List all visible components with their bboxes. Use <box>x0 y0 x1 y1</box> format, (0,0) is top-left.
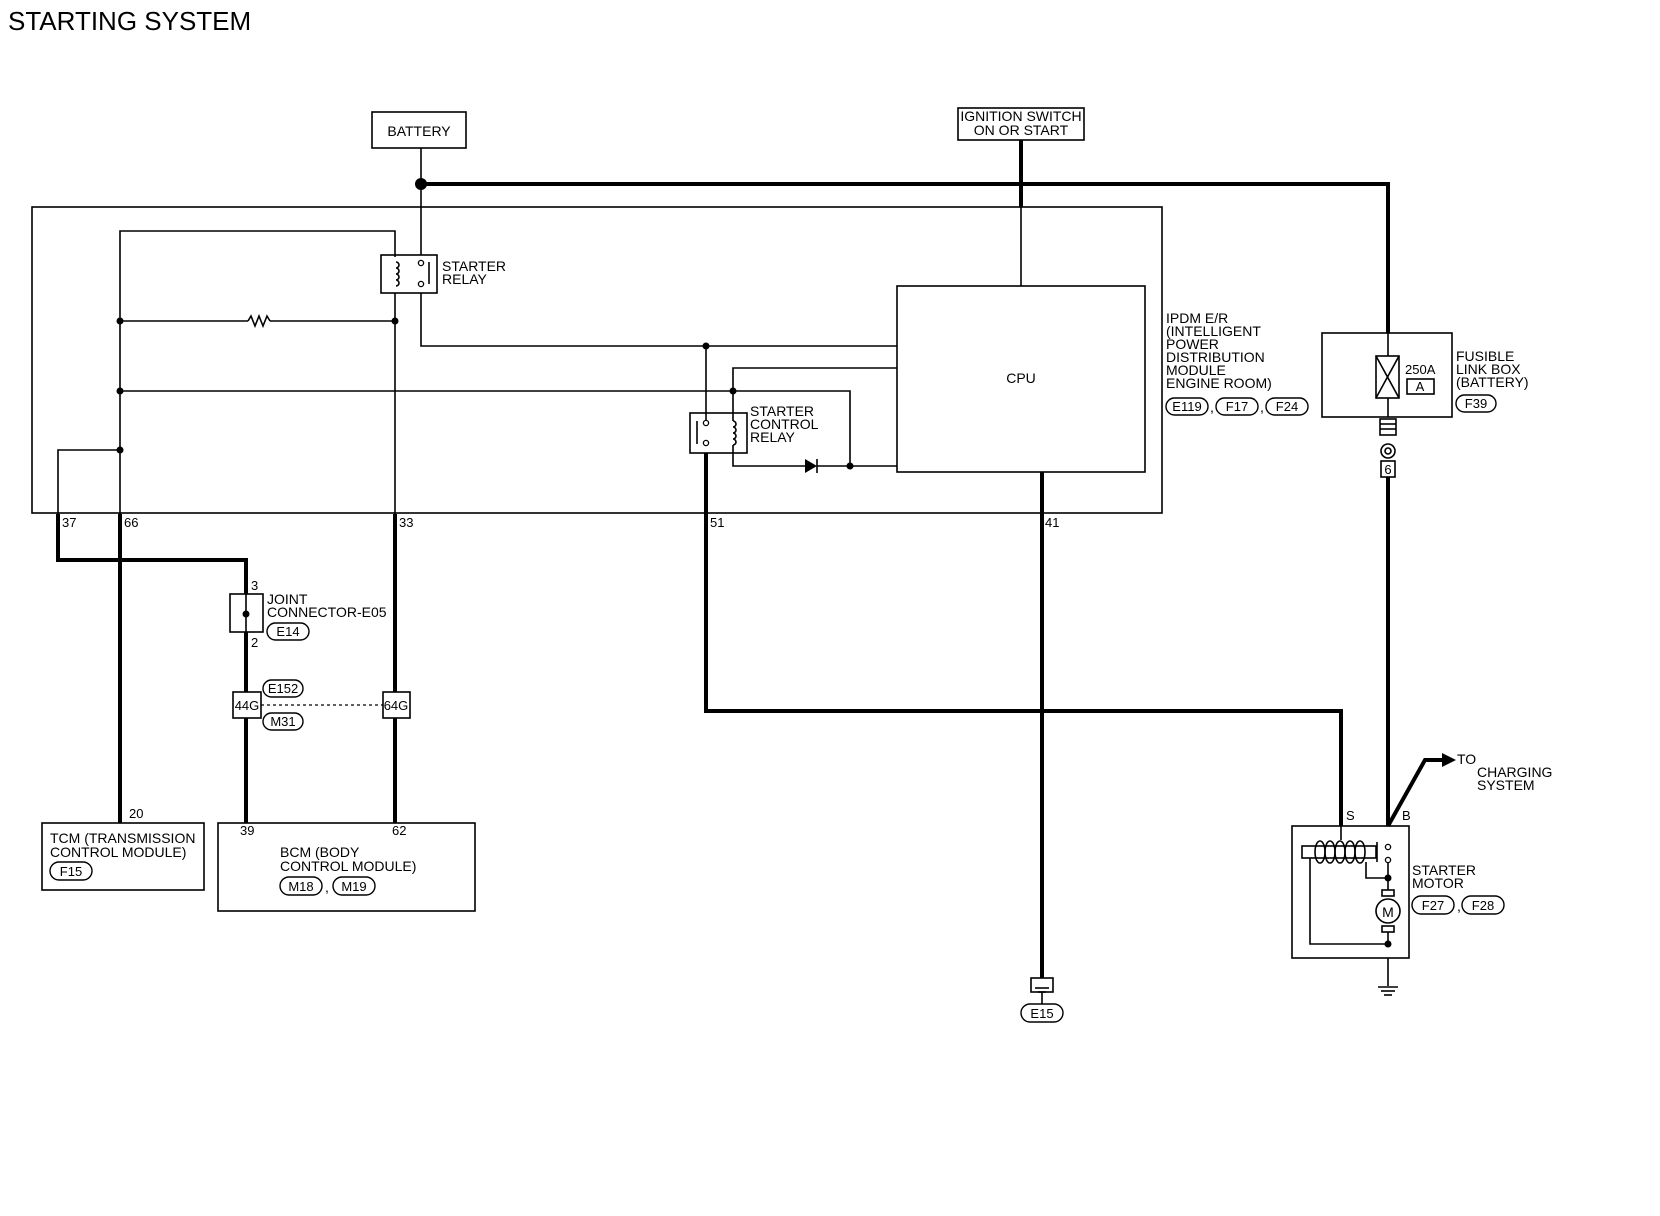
cpu-label: CPU <box>1006 370 1036 386</box>
tcm-box: 20 TCM (TRANSMISSION CONTROL MODULE) F15 <box>41 806 205 891</box>
fusible-link-box: 250A A <box>1321 332 1453 418</box>
ignition-switch-box: IGNITION SWITCH ON OR START <box>957 107 1085 141</box>
ground-connector-badge: E15 <box>1030 1006 1053 1021</box>
ignition-line-2: ON OR START <box>974 122 1069 138</box>
tcm-connector-badge: F15 <box>60 864 82 879</box>
terminal-37: 37 <box>62 515 76 530</box>
svg-text:FUSIBLE: FUSIBLE <box>1456 348 1514 364</box>
charging-system-label: TO CHARGING SYSTEM <box>1457 751 1552 793</box>
solenoid-coil-icon <box>1314 840 1366 864</box>
starter-motor-label-2: MOTOR <box>1412 875 1464 891</box>
fusible-link-label: FUSIBLE LINK BOX (BATTERY) F39 <box>1455 348 1529 413</box>
joint-label-2: CONNECTOR-E05 <box>267 604 387 620</box>
svg-text:LINK BOX: LINK BOX <box>1456 361 1521 377</box>
joint-pin-top: 3 <box>251 578 258 593</box>
battery-box: BATTERY <box>371 111 467 149</box>
bcm-connector-badge-2: M19 <box>341 879 366 894</box>
starter-relay-label-1: STARTER <box>442 258 506 274</box>
joint-pin-bottom: 2 <box>251 635 258 650</box>
starter-relay-label-2: RELAY <box>442 271 488 287</box>
motor-symbol: M <box>1382 904 1394 920</box>
svg-text:(BATTERY): (BATTERY) <box>1456 374 1529 390</box>
starter-control-relay-label-2: CONTROL <box>750 416 819 432</box>
fusible-terminal-number: 6 <box>1384 462 1391 477</box>
battery-label: BATTERY <box>387 123 451 139</box>
svg-text:POWER: POWER <box>1166 336 1219 352</box>
starter-control-relay-label-1: STARTER <box>750 403 814 419</box>
starter-control-relay: STARTER CONTROL RELAY <box>689 403 819 454</box>
svg-text:F17: F17 <box>1226 399 1248 414</box>
bcm-pin-left: 39 <box>240 823 254 838</box>
svg-text:IPDM E/R: IPDM E/R <box>1166 310 1228 326</box>
harness-pin-left: 44G <box>235 698 260 713</box>
arrow-icon <box>1442 753 1456 767</box>
fuse-rating: 250A <box>1405 362 1436 377</box>
ipdm-module-box <box>31 206 1163 514</box>
ground-e15: E15 <box>1020 977 1064 1023</box>
tcm-pin: 20 <box>129 806 143 821</box>
ground-icon <box>1030 977 1054 1004</box>
harness-pin-right: 64G <box>384 698 409 713</box>
joint-label-1: JOINT <box>267 591 308 607</box>
starter-relay: STARTER RELAY <box>380 254 506 294</box>
harness-badge-bottom: M31 <box>270 714 295 729</box>
diode-icon <box>805 459 818 473</box>
svg-text:,: , <box>325 879 329 895</box>
terminal-66: 66 <box>124 515 138 530</box>
joint-connector: 3 2 JOINT CONNECTOR-E05 E14 <box>229 578 387 650</box>
bcm-pin-right: 62 <box>392 823 406 838</box>
starter-terminal-s: S <box>1346 808 1355 823</box>
svg-text:ENGINE ROOM): ENGINE ROOM) <box>1166 375 1272 391</box>
svg-text:DISTRIBUTION: DISTRIBUTION <box>1166 349 1265 365</box>
fusible-terminal: 6 <box>1379 418 1397 478</box>
relay-coil-icon <box>395 261 400 287</box>
starter-motor-label-1: STARTER <box>1412 862 1476 878</box>
bcm-box: 39 62 BCM (BODY CONTROL MODULE) M18 , M1… <box>217 822 476 912</box>
motor-icon: M <box>1375 898 1401 924</box>
tcm-label-1: TCM (TRANSMISSION <box>50 830 195 846</box>
joint-connector-badge: E14 <box>276 624 299 639</box>
svg-text:F39: F39 <box>1465 396 1487 411</box>
tcm-label-2: CONTROL MODULE) <box>50 844 186 860</box>
starter-motor: S B M STARTER MOTOR F27 , <box>1291 808 1505 959</box>
ignition-line-1: IGNITION SWITCH <box>960 108 1081 124</box>
svg-text:SYSTEM: SYSTEM <box>1477 777 1535 793</box>
terminal-51: 51 <box>710 515 724 530</box>
starter-connector-badge-2: F28 <box>1472 898 1494 913</box>
svg-text:MODULE: MODULE <box>1166 362 1226 378</box>
svg-text:,: , <box>1210 399 1214 415</box>
cpu-box: CPU <box>896 285 1146 473</box>
ipdm-connector-badges: E119 , F17 , F24 <box>1165 397 1309 416</box>
fuse-icon <box>1375 355 1400 399</box>
bcm-label-2: CONTROL MODULE) <box>280 858 416 874</box>
svg-text:,: , <box>1457 898 1461 914</box>
harness-badge-top: E152 <box>268 681 298 696</box>
terminal-33: 33 <box>399 515 413 530</box>
bcm-connector-badge-1: M18 <box>288 879 313 894</box>
relay-coil-icon <box>732 420 737 446</box>
ipdm-label: IPDM E/R (INTELLIGENT POWER DISTRIBUTION… <box>1166 310 1272 391</box>
svg-text:CHARGING: CHARGING <box>1477 764 1552 780</box>
resistor-icon <box>247 313 271 329</box>
ground-icon <box>1378 986 1398 996</box>
fuse-letter: A <box>1416 379 1425 394</box>
bcm-label-1: BCM (BODY <box>280 844 360 860</box>
harness-connector: E152 44G 64G M31 <box>232 679 411 731</box>
terminal-41: 41 <box>1045 515 1059 530</box>
svg-text:,: , <box>1260 399 1264 415</box>
starter-terminal-b: B <box>1402 808 1411 823</box>
svg-text:(INTELLIGENT: (INTELLIGENT <box>1166 323 1261 339</box>
svg-text:F24: F24 <box>1276 399 1298 414</box>
starter-connector-badge-1: F27 <box>1422 898 1444 913</box>
page-title: STARTING SYSTEM <box>8 6 251 36</box>
svg-text:TO: TO <box>1457 751 1476 767</box>
svg-text:E119: E119 <box>1172 399 1201 414</box>
starter-control-relay-label-3: RELAY <box>750 429 796 445</box>
